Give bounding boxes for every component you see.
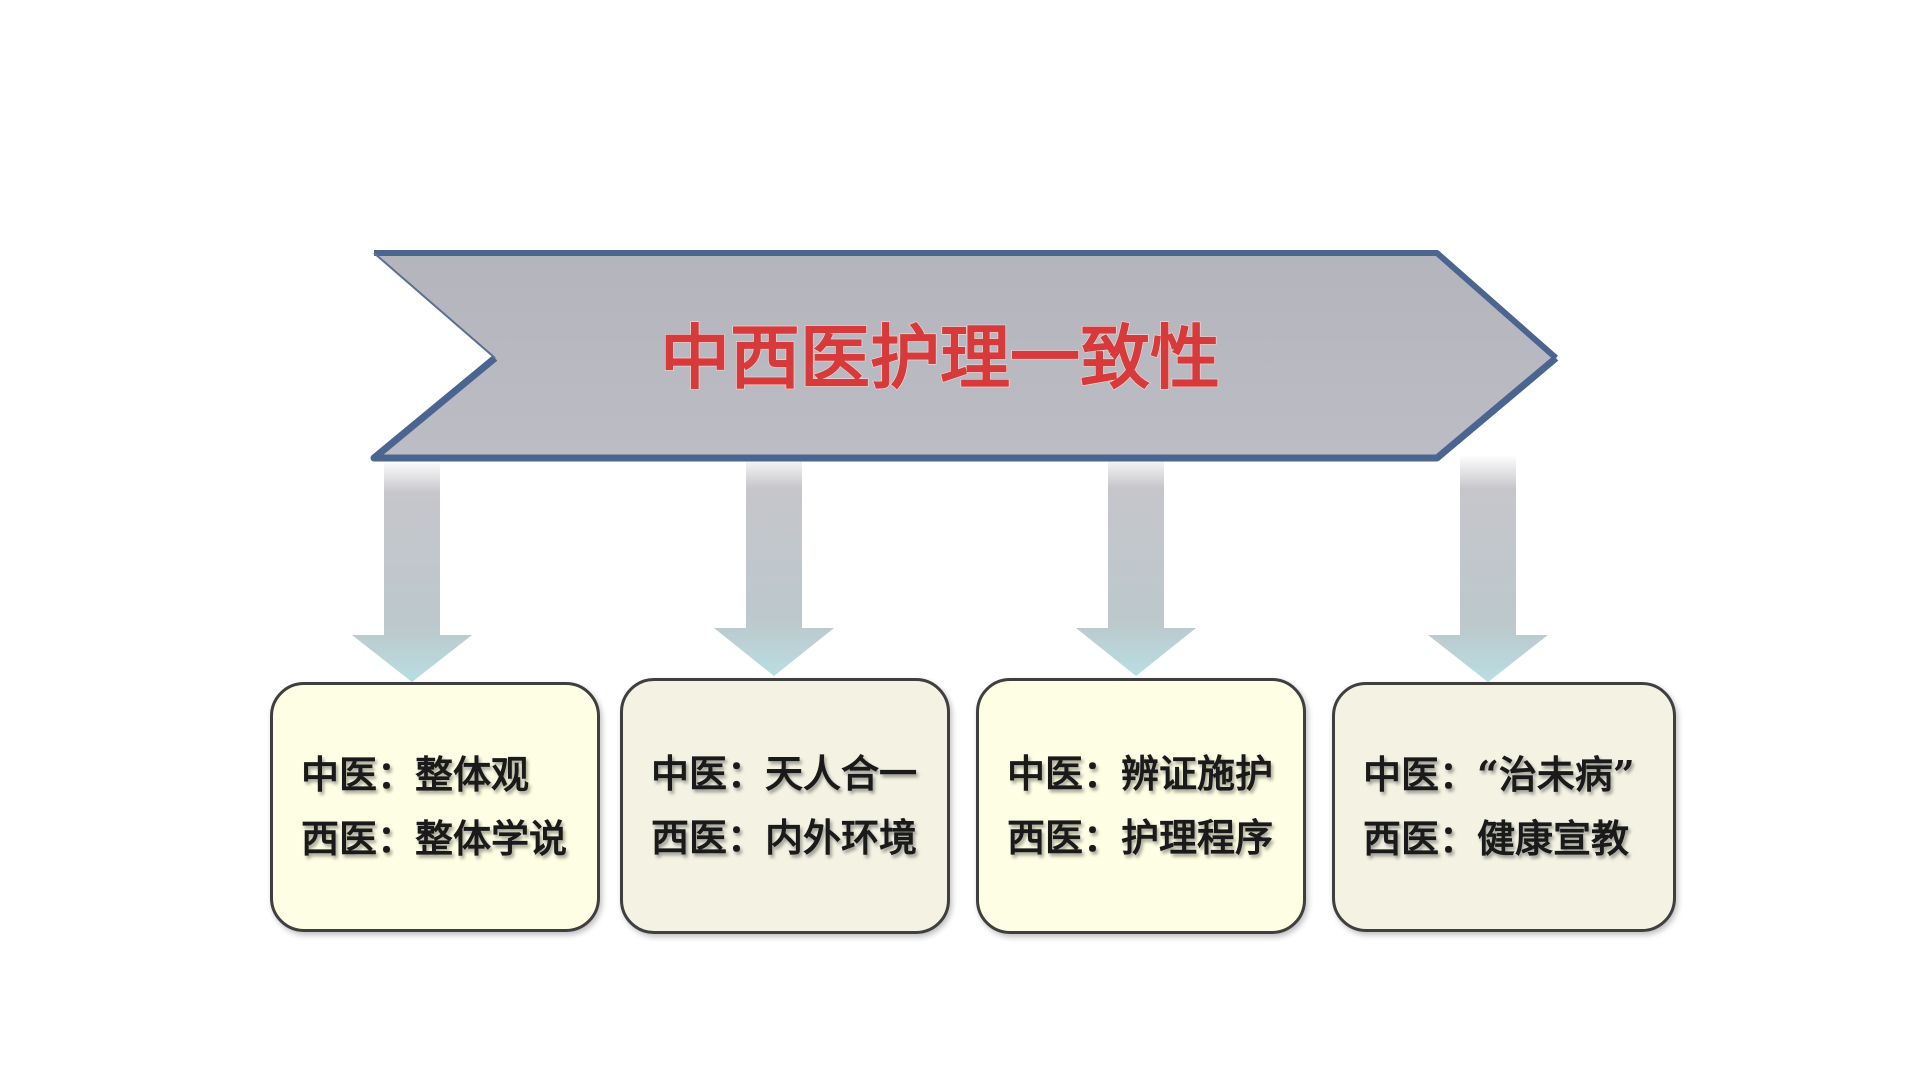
down-arrow-4 bbox=[1428, 455, 1548, 682]
tcm-line: 中医：“治未病” bbox=[1363, 752, 1635, 797]
down-arrow-2 bbox=[714, 455, 834, 676]
down-arrow-3 bbox=[1076, 455, 1196, 676]
western-line: 西医：整体学说 bbox=[301, 816, 568, 861]
tcm-line: 中医：辨证施护 bbox=[1007, 751, 1274, 796]
concept-box-3: 中医：辨证施护 西医：护理程序 bbox=[976, 678, 1306, 934]
western-line: 西医：健康宣教 bbox=[1363, 816, 1630, 861]
down-arrow-1 bbox=[352, 460, 472, 682]
tcm-line: 中医：整体观 bbox=[301, 752, 530, 797]
concept-box-1: 中医：整体观 西医：整体学说 bbox=[270, 682, 600, 932]
title-banner bbox=[370, 250, 1559, 462]
western-line: 西医：护理程序 bbox=[1007, 815, 1274, 860]
western-line: 西医：内外环境 bbox=[651, 815, 918, 860]
banner-title: 中西医护理一致性 bbox=[660, 316, 1220, 399]
concept-box-4: 中医：“治未病” 西医：健康宣教 bbox=[1332, 682, 1676, 932]
tcm-line: 中医：天人合一 bbox=[651, 751, 918, 796]
concept-box-2: 中医：天人合一 西医：内外环境 bbox=[620, 678, 950, 934]
